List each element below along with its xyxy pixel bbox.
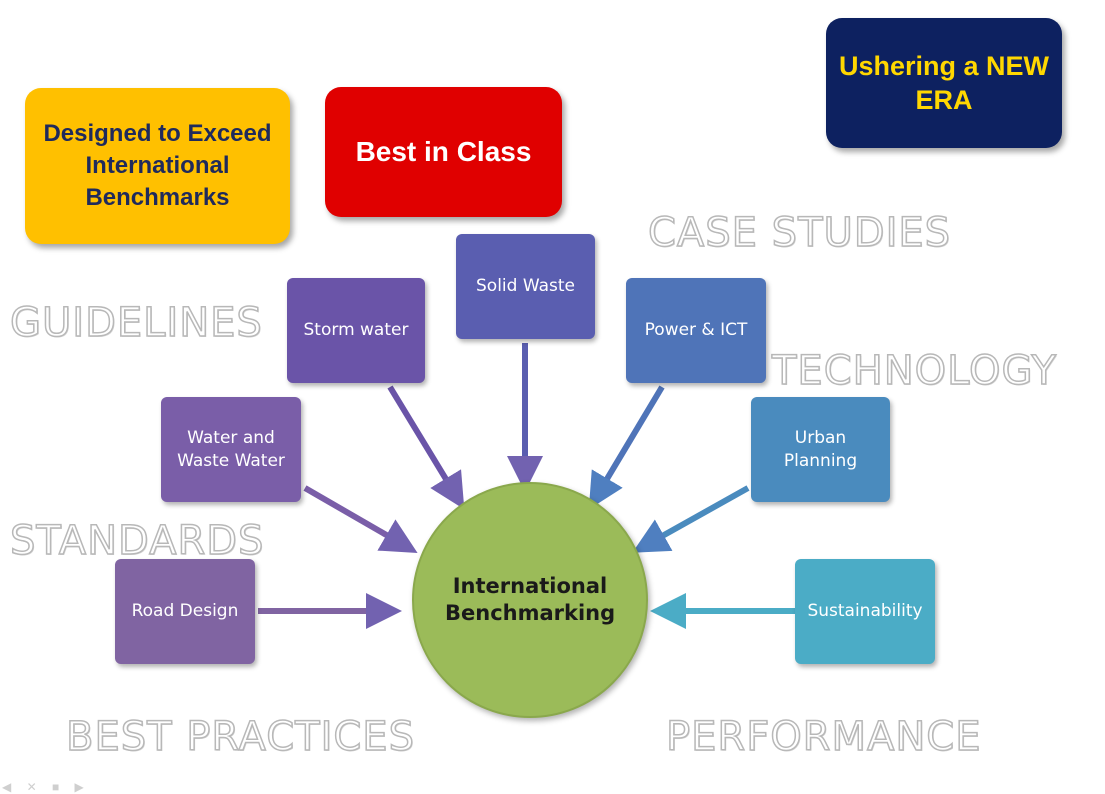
node-urban-planning: Urban Planning xyxy=(751,397,890,502)
node-solid-waste: Solid Waste xyxy=(456,234,595,339)
keyword-best-practices: BEST PRACTICES xyxy=(65,713,415,761)
node-sustainability: Sustainability xyxy=(795,559,935,664)
node-storm-water: Storm water xyxy=(287,278,425,383)
keyword-guidelines: GUIDELINES xyxy=(9,299,263,347)
slide-nav-icons: ◀ ✕ ■ ▶ xyxy=(2,780,90,794)
arrow-storm-water xyxy=(387,385,465,510)
center-international-benchmarking: International Benchmarking xyxy=(412,482,648,718)
arrow-urban-planning xyxy=(632,485,750,553)
callout-designed-to-exceed: Designed to Exceed International Benchma… xyxy=(25,88,290,244)
arrow-water-waste xyxy=(303,485,418,553)
callout-era-text: Ushering a NEW ERA xyxy=(838,51,1050,115)
callout-best-in-class: Best in Class xyxy=(325,87,562,217)
keyword-technology: TECHNOLOGY xyxy=(771,347,1057,395)
callout-designed-text: Designed to Exceed International Benchma… xyxy=(43,120,272,211)
callout-best-text: Best in Class xyxy=(355,136,532,167)
node-road-design: Road Design xyxy=(115,559,255,664)
callout-new-era: Ushering a NEW ERA xyxy=(826,18,1062,148)
keyword-standards: STANDARDS xyxy=(9,517,265,565)
arrow-power-ict xyxy=(588,385,665,510)
node-power-ict: Power & ICT xyxy=(626,278,766,383)
node-water-and-waste-water: Water and Waste Water xyxy=(161,397,301,502)
keyword-performance: PERFORMANCE xyxy=(665,713,982,761)
keyword-case-studies: CASE STUDIES xyxy=(647,209,952,257)
